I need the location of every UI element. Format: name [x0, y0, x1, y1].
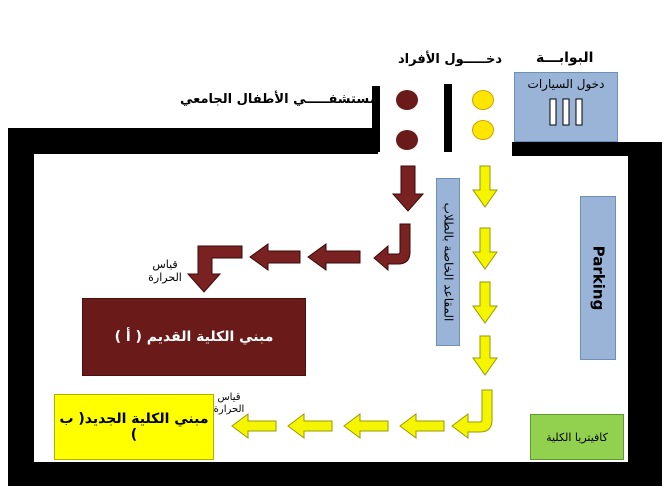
- yellow-arrow-down-4-icon: [472, 335, 498, 376]
- person-dot-yellow-1: [472, 90, 494, 110]
- yellow-arrow-turn-icon: [451, 389, 493, 439]
- hospital-label: مستشفـــــي الأطفال الجامعي: [180, 92, 378, 107]
- wall-bottom: [8, 462, 662, 486]
- cafeteria-box: كافيتريا الكلية: [530, 414, 624, 460]
- yellow-arrow-down-3-icon: [472, 281, 498, 324]
- people-entrance-label: دخـــــول الأفراد: [398, 52, 503, 67]
- wall-top-right: [512, 142, 662, 156]
- car-lanes-icon: [549, 98, 583, 126]
- person-dot-yellow-2: [472, 120, 494, 140]
- parking-label: Parking: [589, 245, 607, 311]
- new-building-box: مبني الكلية الجديد( ب ): [54, 394, 214, 460]
- temp-check-text-2: قياس الحرارة: [213, 392, 245, 415]
- wall-right: [628, 142, 662, 486]
- yellow-arrow-down-2-icon: [472, 227, 498, 270]
- car-entrance-label: دخول السيارات: [527, 77, 605, 91]
- temp-check-text-1: قياس الحرارة: [148, 258, 182, 284]
- yellow-arrow-left-2-icon: [343, 413, 389, 439]
- temp-check-label-1: قياس الحرارة: [140, 258, 190, 284]
- entrance-bar: [444, 84, 452, 152]
- maroon-arrow-down-icon: [391, 165, 425, 212]
- maroon-arrow-left-2-icon: [249, 243, 301, 271]
- gate-label: البوابـــة: [536, 50, 594, 66]
- person-dot-maroon-2: [396, 130, 418, 150]
- maroon-arrow-left-1-icon: [307, 243, 361, 271]
- student-seats-box: المقاعد الخاصة بالطلاب: [436, 178, 460, 346]
- car-entrance-box: دخول السيارات: [514, 72, 618, 142]
- old-building-label: مبني الكلية القديم ( أ ): [114, 329, 274, 345]
- student-seats-label: المقاعد الخاصة بالطلاب: [441, 202, 455, 322]
- old-building-box: مبني الكلية القديم ( أ ): [82, 298, 306, 376]
- temp-check-label-2: قياس الحرارة: [206, 392, 252, 416]
- yellow-arrow-left-1-icon: [399, 413, 445, 439]
- cafeteria-label: كافيتريا الكلية: [546, 430, 608, 444]
- hospital-gate-bar: [372, 86, 380, 152]
- wall-top-left: [8, 128, 378, 154]
- parking-box: Parking: [580, 196, 616, 360]
- person-dot-maroon-1: [396, 90, 418, 110]
- maroon-arrow-turn-icon: [373, 223, 411, 272]
- yellow-arrow-left-4-icon: [231, 413, 277, 439]
- maroon-arrow-corner-icon: [186, 245, 243, 293]
- new-building-label: مبني الكلية الجديد( ب ): [59, 411, 209, 443]
- yellow-arrow-down-1-icon: [472, 165, 498, 208]
- wall-left: [8, 128, 34, 486]
- yellow-arrow-left-3-icon: [287, 413, 333, 439]
